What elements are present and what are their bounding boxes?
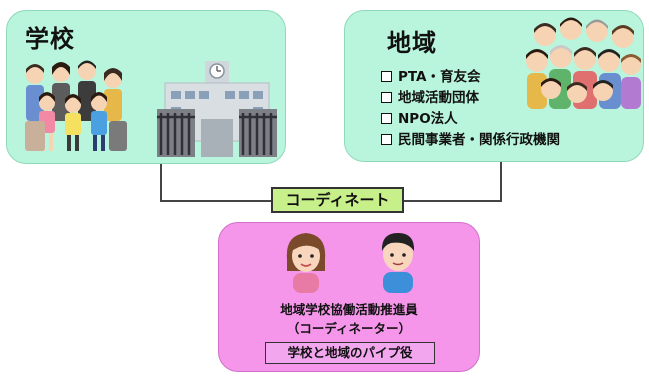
crowd-icon: [526, 17, 641, 109]
role-subtitle: （コーディネーター）: [286, 321, 412, 336]
connector-left-horizontal: [160, 200, 272, 202]
community-list: PTA・育友会 地域活動団体 NPO法人 民間事業者・関係行政機関: [381, 67, 560, 151]
school-box: 学校: [6, 10, 286, 164]
list-item: 地域活動団体: [381, 88, 560, 109]
list-item: PTA・育友会: [381, 67, 560, 88]
checkbox-icon: [381, 92, 392, 103]
coordinate-label: コーディネート: [271, 187, 404, 213]
woman-icon: [286, 233, 326, 293]
role-title: 地域学校協働活動推進員: [280, 302, 418, 317]
school-title: 学校: [25, 25, 75, 53]
pipe-role-label: 学校と地域のパイプ役: [265, 342, 435, 364]
connector-right-vertical: [500, 162, 502, 202]
checkbox-icon: [381, 71, 392, 82]
community-title: 地域: [387, 29, 437, 57]
connector-right-horizontal: [403, 200, 502, 202]
man-icon: [381, 233, 415, 293]
community-box: 地域 PTA・育友会 地域活動団体 NPO法人 民間事業者・関係行政機関: [344, 10, 644, 162]
list-item: NPO法人: [381, 109, 560, 130]
checkbox-icon: [381, 134, 392, 145]
school-building-icon: [157, 61, 277, 157]
connector-left-vertical: [160, 164, 162, 202]
people-group-icon: [25, 60, 127, 151]
coordinator-box: 地域学校協働活動推進員 （コーディネーター） 学校と地域のパイプ役: [218, 222, 480, 372]
checkbox-icon: [381, 113, 392, 124]
list-item: 民間事業者・関係行政機関: [381, 130, 560, 151]
